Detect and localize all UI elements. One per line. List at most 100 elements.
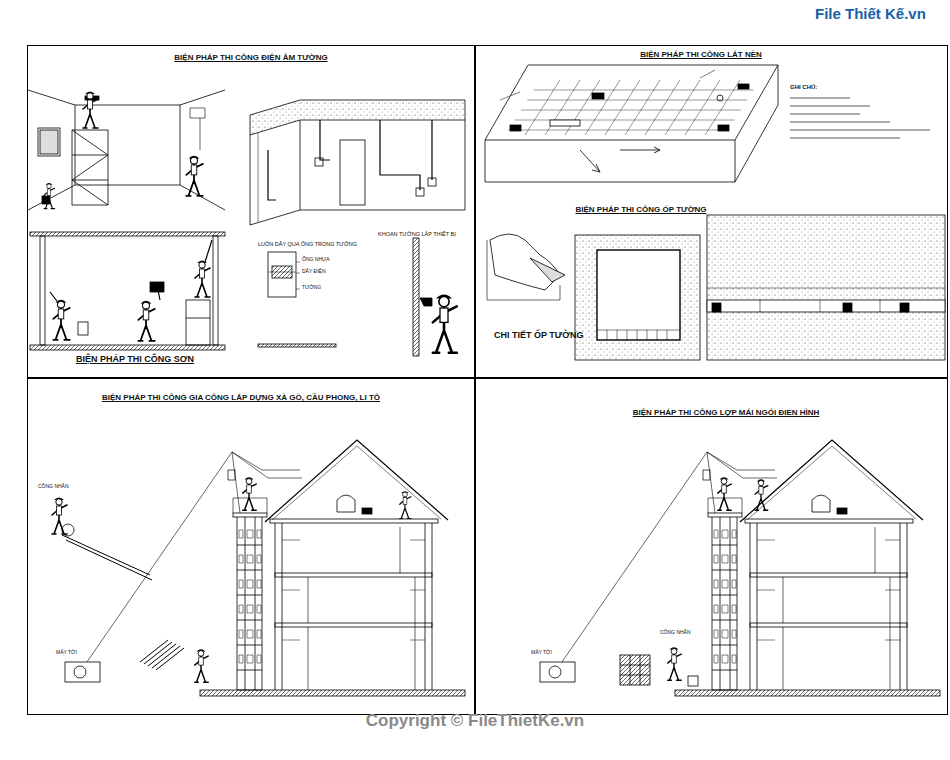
panel-title: BIỆN PHÁP THI CÔNG LỢP MÁI NGÓI ĐIỂN HÌN…: [633, 409, 820, 418]
illustration-part: [620, 655, 650, 685]
illustration-part: [550, 120, 580, 126]
illustration-part: [416, 188, 424, 196]
illustration-part: [433, 294, 457, 352]
illustration-part: [268, 252, 296, 297]
illustration-part: [78, 322, 88, 335]
illustration-part: [243, 477, 257, 510]
detail-label: LUỒN DÂY QUA ỐNG TRONG TƯỜNG: [258, 241, 357, 247]
illustration-part: [83, 92, 98, 129]
illustration-part: [688, 676, 698, 686]
illustration-part: [62, 524, 74, 536]
illustration-part: [508, 80, 753, 135]
illustration-part: [575, 235, 700, 360]
illustration-part: [30, 232, 225, 350]
illustration-part: [620, 655, 650, 685]
illustration-part: [138, 301, 155, 341]
illustration-part: [62, 535, 152, 580]
equipment-label: MÁY TỜI: [531, 650, 552, 656]
illustration-part: [592, 93, 604, 99]
illustration-part: [508, 80, 753, 135]
illustration-part: [580, 147, 660, 172]
part-label: DÂY ĐIỆN: [302, 269, 326, 275]
illustration-part: [40, 236, 45, 345]
illustration-part: [485, 65, 778, 182]
panel-title: BIỆN PHÁP THI CÔNG SƠN: [76, 355, 194, 365]
illustration-part: [428, 178, 436, 186]
worker-label: CÔNG NHÂN: [660, 630, 691, 636]
illustration-part: [597, 250, 680, 340]
illustration-part: [258, 344, 336, 347]
worker-label: CÔNG NHÂN: [38, 484, 69, 490]
illustration-part: [500, 70, 715, 100]
illustration-part: [72, 130, 108, 205]
illustration-part: [65, 440, 465, 696]
illustration-part: [250, 120, 465, 225]
illustration-part: [487, 240, 560, 300]
illustration-part: [718, 125, 729, 131]
illustration-part: [195, 261, 210, 298]
panel-title: BIỆN PHÁP THI CÔNG GIA CÔNG LẮP DỰNG XÀ …: [102, 394, 380, 403]
illustration-part: [707, 300, 945, 312]
illustration-part: [487, 215, 945, 360]
illustration-part: [738, 84, 749, 89]
illustration-part: [44, 183, 55, 209]
illustration-part: [250, 100, 465, 225]
illustration-part: [62, 524, 184, 670]
illustration-part: [707, 288, 945, 312]
illustration-part: [28, 90, 225, 210]
illustration-part: [413, 238, 419, 356]
illustration-part: [668, 647, 682, 680]
illustration-part: [717, 95, 723, 101]
illustration-part: [186, 156, 203, 196]
illustration-part: [340, 140, 365, 205]
illustration-part: [712, 303, 721, 312]
illustration-part: [315, 158, 323, 166]
drawing-panel: BIỆN PHÁP THI CÔNG LỢP MÁI NGÓI ĐIỂN HÌN…: [475, 378, 948, 715]
logo-text: File Thiết Kế.vn: [815, 6, 926, 23]
illustration-part: [485, 65, 778, 140]
panel-title: BIỆN PHÁP THI CÔNG ĐIỆN ÂM TƯỜNG: [174, 54, 327, 63]
watermark: Copyright © FileThietKe.vn: [366, 712, 584, 731]
illustration-part: [250, 100, 465, 135]
illustration-part: [52, 498, 67, 535]
illustration-part: [268, 262, 300, 289]
illustration-part: [540, 440, 940, 696]
illustration-part: [755, 479, 768, 510]
illustration-part: [485, 65, 930, 182]
illustration-part: [38, 128, 60, 156]
illustration-part: [258, 238, 432, 356]
illustration-part: [510, 125, 521, 131]
illustration-part: [150, 282, 164, 292]
drawing-panel: BIỆN PHÁP THI CÔNG LÁT NỀN BIỆN PHÁP THI …: [475, 45, 948, 378]
illustration-part: [28, 90, 225, 210]
illustration-part: [40, 130, 58, 154]
illustration-part: [190, 108, 205, 150]
drawing-panel: BIỆN PHÁP THI CÔNG ĐIỆN ÂM TƯỜNG BIỆN PHÁ…: [27, 45, 475, 378]
illustration-part: [790, 98, 930, 138]
illustration-part: [490, 234, 560, 290]
drawing-panel: BIỆN PHÁP THI CÔNG GIA CÔNG LẮP DỰNG XÀ …: [27, 378, 475, 715]
illustration-part: [400, 491, 411, 518]
note-heading: GHI CHÚ:: [790, 84, 817, 91]
illustration-part: [420, 298, 432, 306]
panel-title: BIỆN PHÁP THI CÔNG LÁT NỀN: [640, 51, 762, 60]
illustration-part: [195, 649, 209, 682]
illustration-part: [186, 300, 210, 345]
part-label: ỐNG NHỰA: [302, 257, 330, 263]
detail-label: KHOAN TƯỜNG LẮP THIẾT BỊ: [378, 231, 456, 237]
illustration-part: [620, 655, 698, 686]
illustration-part: [320, 120, 432, 190]
illustration-part: [707, 215, 945, 360]
detail-title: CHI TIẾT ỐP TƯỜNG: [494, 331, 583, 341]
illustration-part: [900, 303, 909, 312]
illustration-part: [843, 303, 852, 312]
equipment-label: MÁY TỜI: [56, 650, 77, 656]
illustration-part: [50, 240, 212, 305]
panel-title: BIỆN PHÁP THI CÔNG ỐP TƯỜNG: [576, 206, 707, 215]
illustration-part: [30, 345, 225, 350]
illustration-part: [213, 236, 218, 345]
illustration-part: [140, 640, 184, 670]
illustration-part: [53, 300, 70, 340]
illustration-part: [530, 258, 565, 282]
